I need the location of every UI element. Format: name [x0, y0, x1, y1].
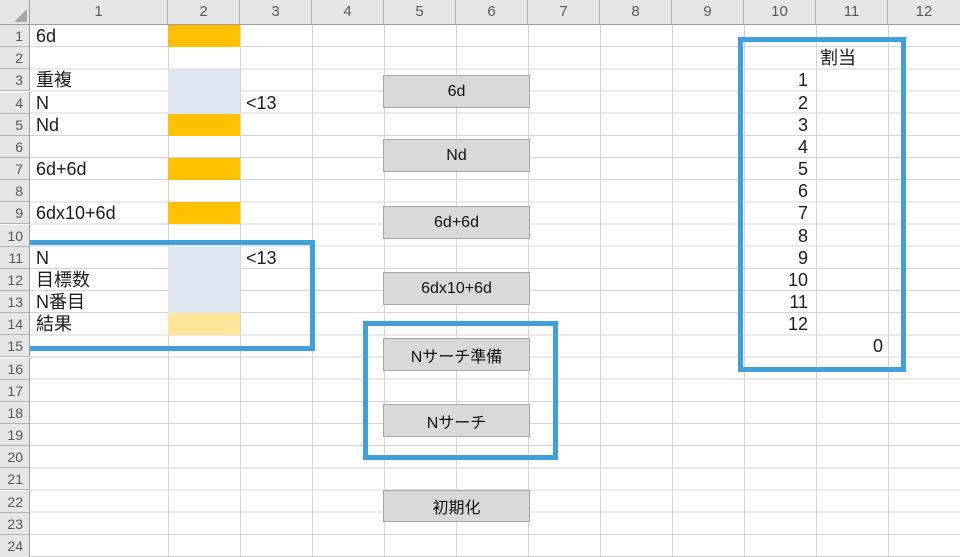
grid-vertical-lines: [168, 25, 960, 557]
cell-label-6d[interactable]: 6d: [36, 26, 57, 46]
cell-allocation-9[interactable]: 9: [797, 247, 808, 268]
column-header-12[interactable]: 12: [888, 0, 960, 25]
column-header-2[interactable]: 2: [168, 0, 240, 25]
cell-fill-blue-r3r4c2[interactable]: [168, 69, 240, 114]
row-header-5[interactable]: 5: [0, 113, 30, 136]
cell-label-duplicate[interactable]: 重複: [36, 70, 72, 91]
shape-rectangle-n-search-cells[interactable]: [22, 240, 315, 351]
cell-label-target-count[interactable]: 目標数: [36, 269, 90, 290]
cell-allocation-5[interactable]: 5: [797, 159, 808, 179]
row-header-13[interactable]: 13: [0, 291, 30, 314]
cell-fill-blue-r11r13c2[interactable]: [168, 246, 240, 314]
cell-constraint-lt13-r11[interactable]: <13: [246, 247, 277, 268]
row-header-12[interactable]: 12: [0, 268, 30, 291]
row-header-8[interactable]: 8: [0, 180, 30, 203]
cell-fill-orange-r9c2[interactable]: [168, 202, 240, 225]
cell-label-result[interactable]: 結果: [36, 314, 72, 335]
cell-fill-orange-r5c2[interactable]: [168, 113, 240, 136]
select-all-corner[interactable]: [0, 0, 30, 25]
cell-label-nd[interactable]: Nd: [36, 114, 60, 135]
button-nd[interactable]: Nd: [383, 139, 530, 172]
row-header-3[interactable]: 3: [0, 69, 30, 92]
row-header-11[interactable]: 11: [0, 246, 30, 269]
cell-allocation-12[interactable]: 12: [787, 314, 808, 335]
cell-label-6d-plus-6d[interactable]: 6d+6d: [36, 159, 87, 179]
cell-label-6dx10-plus-6d[interactable]: 6dx10+6d: [36, 203, 116, 224]
shape-rectangle-n-search-buttons[interactable]: [363, 321, 558, 460]
cell-fill-orange-r1c2[interactable]: [168, 25, 240, 48]
row-header-24[interactable]: 24: [0, 534, 30, 557]
cell-allocation-7[interactable]: 7: [797, 203, 808, 224]
column-header-1[interactable]: 1: [30, 0, 168, 25]
row-header-16[interactable]: 16: [0, 357, 30, 380]
column-header-11[interactable]: 11: [816, 0, 888, 25]
row-header-22[interactable]: 22: [0, 490, 30, 513]
button-6dx10-plus-6d[interactable]: 6dx10+6d: [383, 272, 530, 305]
cell-allocation-2[interactable]: 2: [797, 92, 808, 113]
row-header-1[interactable]: 1: [0, 25, 30, 48]
row-header-15[interactable]: 15: [0, 335, 30, 358]
column-header-7[interactable]: 7: [528, 0, 600, 25]
cell-allocation-result[interactable]: 0: [872, 336, 883, 357]
cell-allocation-4[interactable]: 4: [797, 136, 808, 157]
cell-allocation-8[interactable]: 8: [797, 225, 808, 246]
cell-label-nth[interactable]: N番目: [36, 292, 85, 312]
column-header-9[interactable]: 9: [672, 0, 744, 25]
cell-constraint-lt13-r4[interactable]: <13: [246, 92, 277, 113]
shape-rectangle-allocation-table[interactable]: [738, 37, 906, 372]
button-6d-plus-6d[interactable]: 6d+6d: [383, 206, 530, 239]
row-header-4[interactable]: 4: [0, 91, 30, 114]
row-header-10[interactable]: 10: [0, 224, 30, 247]
row-header-6[interactable]: 6: [0, 135, 30, 158]
row-header-20[interactable]: 20: [0, 446, 30, 469]
cell-allocation-header[interactable]: 割当: [820, 48, 856, 69]
column-header-8[interactable]: 8: [600, 0, 672, 25]
row-header-18[interactable]: 18: [0, 401, 30, 424]
cell-allocation-1[interactable]: 1: [797, 70, 808, 91]
cell-allocation-6[interactable]: 6: [797, 181, 808, 202]
row-header-19[interactable]: 19: [0, 424, 30, 447]
cell-allocation-11[interactable]: 11: [789, 292, 808, 312]
row-header-23[interactable]: 23: [0, 512, 30, 535]
column-header-10[interactable]: 10: [744, 0, 816, 25]
button-initialize[interactable]: 初期化: [383, 490, 530, 522]
row-header-9[interactable]: 9: [0, 202, 30, 225]
row-header-7[interactable]: 7: [0, 158, 30, 181]
button-n-search-prepare[interactable]: Nサーチ準備: [383, 338, 530, 371]
column-header-6[interactable]: 6: [456, 0, 528, 25]
button-6d[interactable]: 6d: [383, 75, 530, 108]
row-header-17[interactable]: 17: [0, 379, 30, 402]
cell-allocation-3[interactable]: 3: [797, 114, 808, 135]
cell-label-n-search[interactable]: N: [36, 247, 49, 268]
row-header-2[interactable]: 2: [0, 47, 30, 70]
column-header-4[interactable]: 4: [312, 0, 384, 25]
button-n-search[interactable]: Nサーチ: [383, 404, 530, 437]
select-all-triangle-icon: [14, 9, 27, 22]
cell-fill-orange-r7c2[interactable]: [168, 158, 240, 181]
cell-label-n[interactable]: N: [36, 92, 49, 113]
cell-fill-cream-r14c2[interactable]: [168, 313, 240, 336]
column-header-5[interactable]: 5: [384, 0, 456, 25]
row-header-21[interactable]: 21: [0, 468, 30, 491]
row-header-14[interactable]: 14: [0, 313, 30, 336]
column-header-3[interactable]: 3: [240, 0, 312, 25]
cell-allocation-10[interactable]: 10: [787, 269, 808, 290]
